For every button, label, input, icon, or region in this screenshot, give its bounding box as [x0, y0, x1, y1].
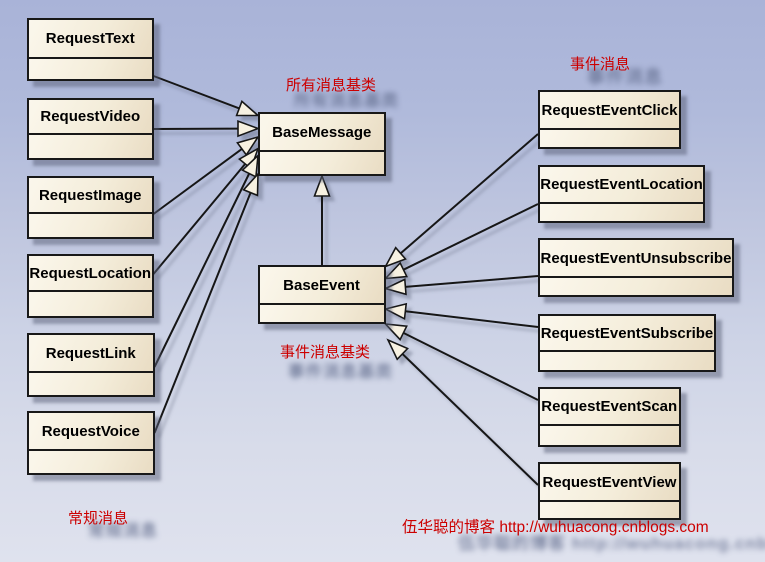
class-box-RequestVideo[interactable]: RequestVideo [27, 98, 154, 160]
class-name-RequestLink: RequestLink [29, 335, 153, 373]
class-compartment-RequestEventUnsubscribe [540, 278, 732, 295]
class-box-BaseMessage[interactable]: BaseMessage [258, 112, 386, 176]
footer-blog-name: 伍华聪的博客 [402, 519, 496, 536]
class-box-RequestEventLocation[interactable]: RequestEventLocation [538, 165, 705, 223]
class-compartment-BaseMessage [260, 152, 384, 174]
class-compartment-BaseEvent [259, 305, 384, 322]
class-box-RequestEventUnsubscribe[interactable]: RequestEventUnsubscribe [538, 238, 734, 297]
class-name-RequestVoice: RequestVoice [29, 413, 153, 451]
class-box-RequestEventClick[interactable]: RequestEventClick [538, 90, 681, 149]
class-name-RequestImage: RequestImage [29, 178, 152, 214]
class-box-RequestEventView[interactable]: RequestEventView [538, 462, 681, 520]
class-name-RequestEventView: RequestEventView [540, 464, 679, 502]
class-name-RequestEventLocation: RequestEventLocation [540, 167, 703, 204]
arrowhead-RequestEventView-BaseEvent [386, 338, 409, 361]
class-compartment-RequestVoice [29, 451, 153, 473]
arrowhead-RequestEventClick-BaseEvent [383, 246, 407, 269]
connector-RequestImage-BaseMessage [152, 148, 243, 215]
footer-credit: 伍华聪的博客 http://wuhuacong.cnblogs.com [402, 519, 709, 537]
footer-url[interactable]: http://wuhuacong.cnblogs.com [499, 519, 709, 536]
label-all-message-base: 所有消息基类 [286, 77, 377, 94]
class-name-RequestEventClick: RequestEventClick [540, 92, 679, 130]
class-box-RequestVoice[interactable]: RequestVoice [27, 411, 155, 475]
class-compartment-RequestLocation [29, 292, 152, 316]
arrowhead-RequestEventScan-BaseEvent [383, 322, 408, 341]
class-box-RequestEventSubscribe[interactable]: RequestEventSubscribe [538, 314, 716, 372]
arrowhead-RequestEventUnsubscribe-BaseEvent [383, 278, 407, 296]
class-box-RequestText[interactable]: RequestText [27, 18, 154, 81]
class-compartment-RequestEventView [540, 502, 679, 518]
connector-RequestText-BaseMessage [153, 75, 240, 110]
arrowhead-RequestEventLocation-BaseEvent [383, 261, 409, 280]
class-compartment-RequestEventSubscribe [540, 352, 714, 370]
connector-RequestEventLocation-BaseEvent [403, 203, 539, 271]
class-name-RequestEventSubscribe: RequestEventSubscribe [540, 316, 714, 352]
class-compartment-RequestEventLocation [540, 204, 703, 221]
arrowhead-BaseEvent-BaseMessage [313, 173, 331, 197]
connectors [152, 75, 539, 486]
label-event-messages: 事件消息 [570, 56, 631, 73]
watermark-all-message-base: 所有消息基类 [294, 92, 399, 110]
class-box-RequestImage[interactable]: RequestImage [27, 176, 154, 239]
arrowhead-RequestImage-BaseMessage [236, 135, 260, 157]
watermark-event-message-base: 事件消息基类 [288, 363, 393, 381]
arrowhead-RequestVideo-BaseMessage [237, 119, 261, 138]
class-compartment-RequestLink [29, 373, 153, 395]
class-name-RequestEventUnsubscribe: RequestEventUnsubscribe [540, 240, 732, 278]
arrowhead-RequestEventSubscribe-BaseEvent [383, 302, 408, 321]
connector-RequestVoice-BaseMessage [153, 192, 252, 434]
watermark-footer: 伍华聪的博客 http://wuhuacong.cnblogs.com [458, 534, 765, 553]
class-compartment-RequestVideo [29, 135, 152, 158]
connector-RequestLink-BaseMessage [153, 173, 251, 368]
class-box-RequestLink[interactable]: RequestLink [27, 333, 155, 397]
connector-RequestEventScan-BaseEvent [402, 332, 539, 401]
class-name-BaseMessage: BaseMessage [260, 114, 384, 152]
watermark-event-messages: 事件消息 [587, 67, 663, 87]
connector-RequestEventSubscribe-BaseEvent [405, 310, 539, 328]
class-name-RequestLocation: RequestLocation [29, 256, 152, 292]
class-box-RequestLocation[interactable]: RequestLocation [27, 254, 154, 318]
watermark-regular-messages: 常规消息 [88, 522, 158, 540]
class-name-RequestText: RequestText [29, 20, 152, 59]
class-compartment-RequestText [29, 59, 152, 79]
class-box-RequestEventScan[interactable]: RequestEventScan [538, 387, 681, 447]
class-compartment-RequestEventScan [540, 426, 679, 445]
class-name-RequestEventScan: RequestEventScan [540, 389, 679, 426]
connector-RequestEventClick-BaseEvent [399, 133, 539, 255]
class-compartment-RequestImage [29, 214, 152, 237]
arrowhead-RequestLink-BaseMessage [241, 153, 260, 179]
class-name-RequestVideo: RequestVideo [29, 100, 152, 135]
label-event-message-base: 事件消息基类 [280, 344, 371, 361]
arrowhead-RequestText-BaseMessage [235, 100, 261, 117]
arrowhead-RequestVoice-BaseMessage [242, 171, 259, 197]
connector-RequestEventView-BaseEvent [401, 353, 539, 486]
class-compartment-RequestEventClick [540, 130, 679, 147]
class-name-BaseEvent: BaseEvent [259, 267, 384, 305]
connector-RequestEventUnsubscribe-BaseEvent [405, 275, 539, 288]
label-regular-messages: 常规消息 [68, 510, 129, 527]
class-box-BaseEvent[interactable]: BaseEvent [257, 265, 386, 324]
connector-RequestLocation-BaseMessage [152, 163, 246, 275]
